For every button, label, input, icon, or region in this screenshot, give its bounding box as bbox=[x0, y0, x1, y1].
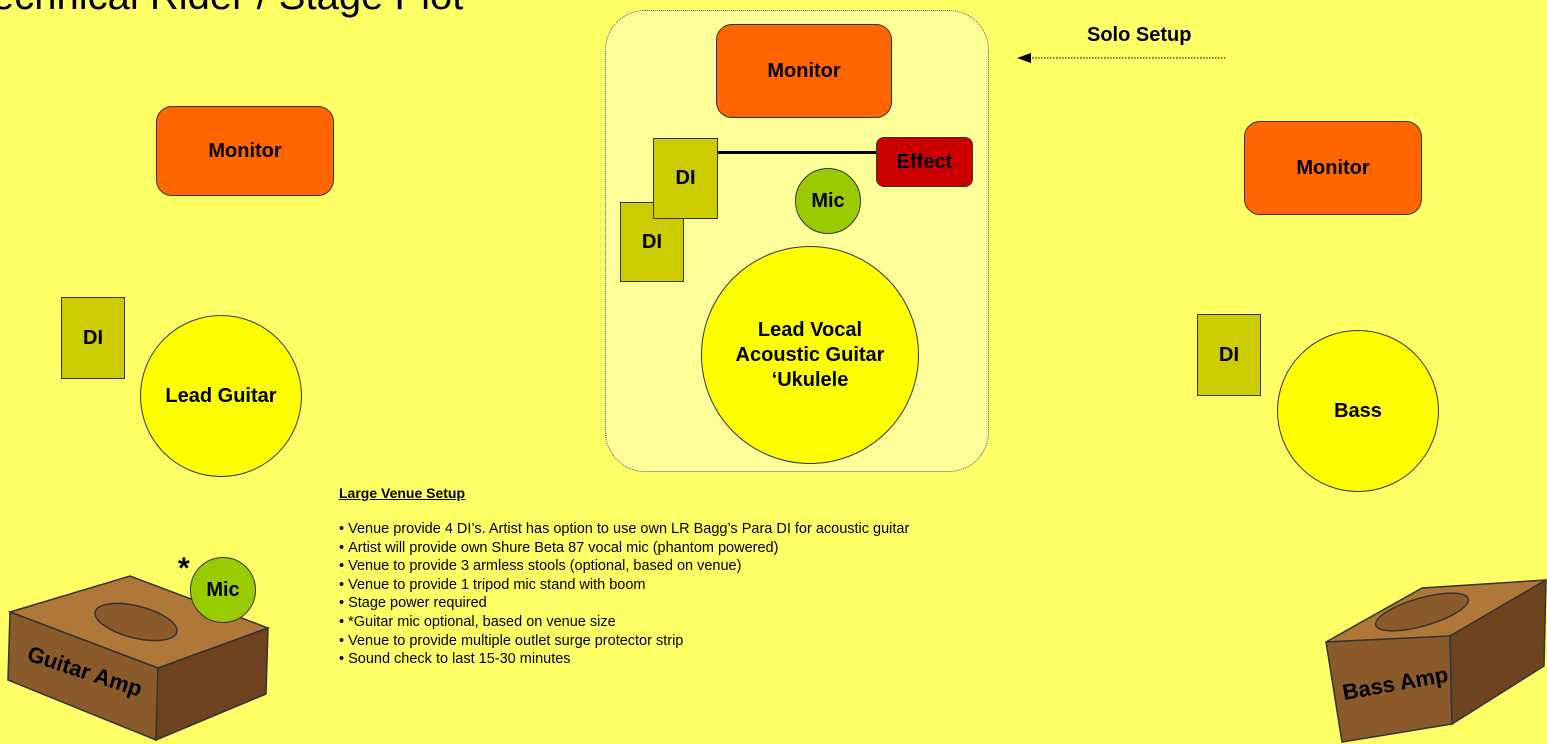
right-di-box: DI bbox=[1197, 314, 1261, 396]
ukulele-label: ‘Ukulele bbox=[771, 368, 849, 391]
list-item: •Venue to provide 1 tripod mic stand wit… bbox=[339, 576, 909, 595]
list-item: •Venue to provide multiple outlet surge … bbox=[339, 632, 909, 651]
bass-label: Bass bbox=[1334, 399, 1382, 422]
left-monitor-label: Monitor bbox=[208, 139, 282, 162]
center-di-front: DI bbox=[653, 138, 718, 219]
list-item-text: Venue provide 4 DI’s. Artist has option … bbox=[348, 521, 910, 537]
left-monitor: Monitor bbox=[156, 106, 334, 196]
list-item: •*Guitar mic optional, based on venue si… bbox=[339, 613, 909, 632]
list-item-text: *Guitar mic optional, based on venue siz… bbox=[348, 613, 616, 630]
guitar-amp-mic-label: Mic bbox=[206, 578, 240, 601]
lead-vocal-position: Lead Vocal Acoustic Guitar ‘Ukulele bbox=[701, 246, 919, 464]
lead-guitar-label: Lead Guitar bbox=[165, 384, 277, 407]
lead-vocal-label: Lead Vocal bbox=[757, 318, 863, 341]
guitar-amp-side bbox=[155, 626, 269, 742]
acoustic-guitar-label: Acoustic Guitar bbox=[735, 343, 885, 366]
center-vocal-mic: Mic bbox=[795, 168, 861, 234]
bullet-icon: • bbox=[339, 521, 345, 537]
bullet-icon: • bbox=[339, 632, 345, 649]
center-mic-label: Mic bbox=[811, 189, 845, 212]
list-item-text: Sound check to last 15-30 minutes bbox=[348, 651, 571, 668]
guitar-amp-mic: Mic bbox=[190, 557, 256, 623]
bullet-icon: • bbox=[339, 613, 345, 630]
list-item-text: Venue to provide multiple outlet surge p… bbox=[348, 632, 684, 649]
list-item: •Sound check to last 15-30 minutes bbox=[339, 650, 909, 669]
list-item: •Venue to provide 3 armless stools (opti… bbox=[339, 557, 909, 576]
center-monitor-label: Monitor bbox=[767, 59, 841, 82]
page-title: Technical Rider / Stage Plot bbox=[0, 0, 463, 19]
center-di-front-label: DI bbox=[675, 167, 696, 189]
notes-list: •Venue provide 4 DI’s. Artist has option… bbox=[339, 520, 909, 669]
solo-setup-arrow bbox=[1017, 53, 1227, 63]
guitar-mic-asterisk: * bbox=[178, 552, 190, 585]
bass-amp-port bbox=[1374, 592, 1470, 632]
bullet-icon: • bbox=[339, 595, 345, 612]
bullet-icon: • bbox=[339, 651, 345, 668]
solo-setup-label: Solo Setup bbox=[1087, 24, 1192, 46]
bullet-icon: • bbox=[339, 539, 345, 556]
bass-amp-side bbox=[1449, 578, 1547, 726]
left-di-box: DI bbox=[61, 297, 125, 379]
guitar-amp-port bbox=[94, 602, 178, 642]
effect-cable bbox=[717, 151, 879, 154]
list-item-text: Venue to provide 3 armless stools (optio… bbox=[348, 558, 742, 575]
left-di-label: DI bbox=[83, 326, 103, 349]
guitar-amp: Guitar Amp bbox=[7, 575, 271, 742]
right-monitor-label: Monitor bbox=[1296, 156, 1370, 179]
list-item: •Artist will provide own Shure Beta 87 v… bbox=[339, 539, 909, 558]
bullet-icon: • bbox=[339, 558, 345, 575]
right-monitor: Monitor bbox=[1244, 121, 1422, 215]
list-item: •Venue provide 4 DI’s. Artist has option… bbox=[339, 520, 909, 539]
list-item-text: Artist will provide own Shure Beta 87 vo… bbox=[348, 539, 779, 556]
bass-amp: Bass Amp bbox=[1325, 578, 1547, 743]
notes-heading: Large Venue Setup bbox=[339, 485, 466, 501]
bass-position: Bass bbox=[1277, 330, 1439, 492]
effect-pedal: Effect bbox=[876, 137, 973, 187]
center-di-back-label: DI bbox=[642, 230, 662, 253]
right-di-label: DI bbox=[1219, 343, 1239, 366]
venue-notes: Large Venue Setup •Venue provide 4 DI’s.… bbox=[339, 485, 909, 669]
list-item-text: Stage power required bbox=[348, 595, 487, 612]
list-item: •Stage power required bbox=[339, 594, 909, 613]
list-item-text: Venue to provide 1 tripod mic stand with… bbox=[348, 576, 646, 593]
bullet-icon: • bbox=[339, 576, 345, 593]
effect-label: Effect bbox=[896, 150, 953, 173]
lead-guitar-position: Lead Guitar bbox=[140, 315, 302, 477]
center-monitor: Monitor bbox=[716, 24, 892, 118]
